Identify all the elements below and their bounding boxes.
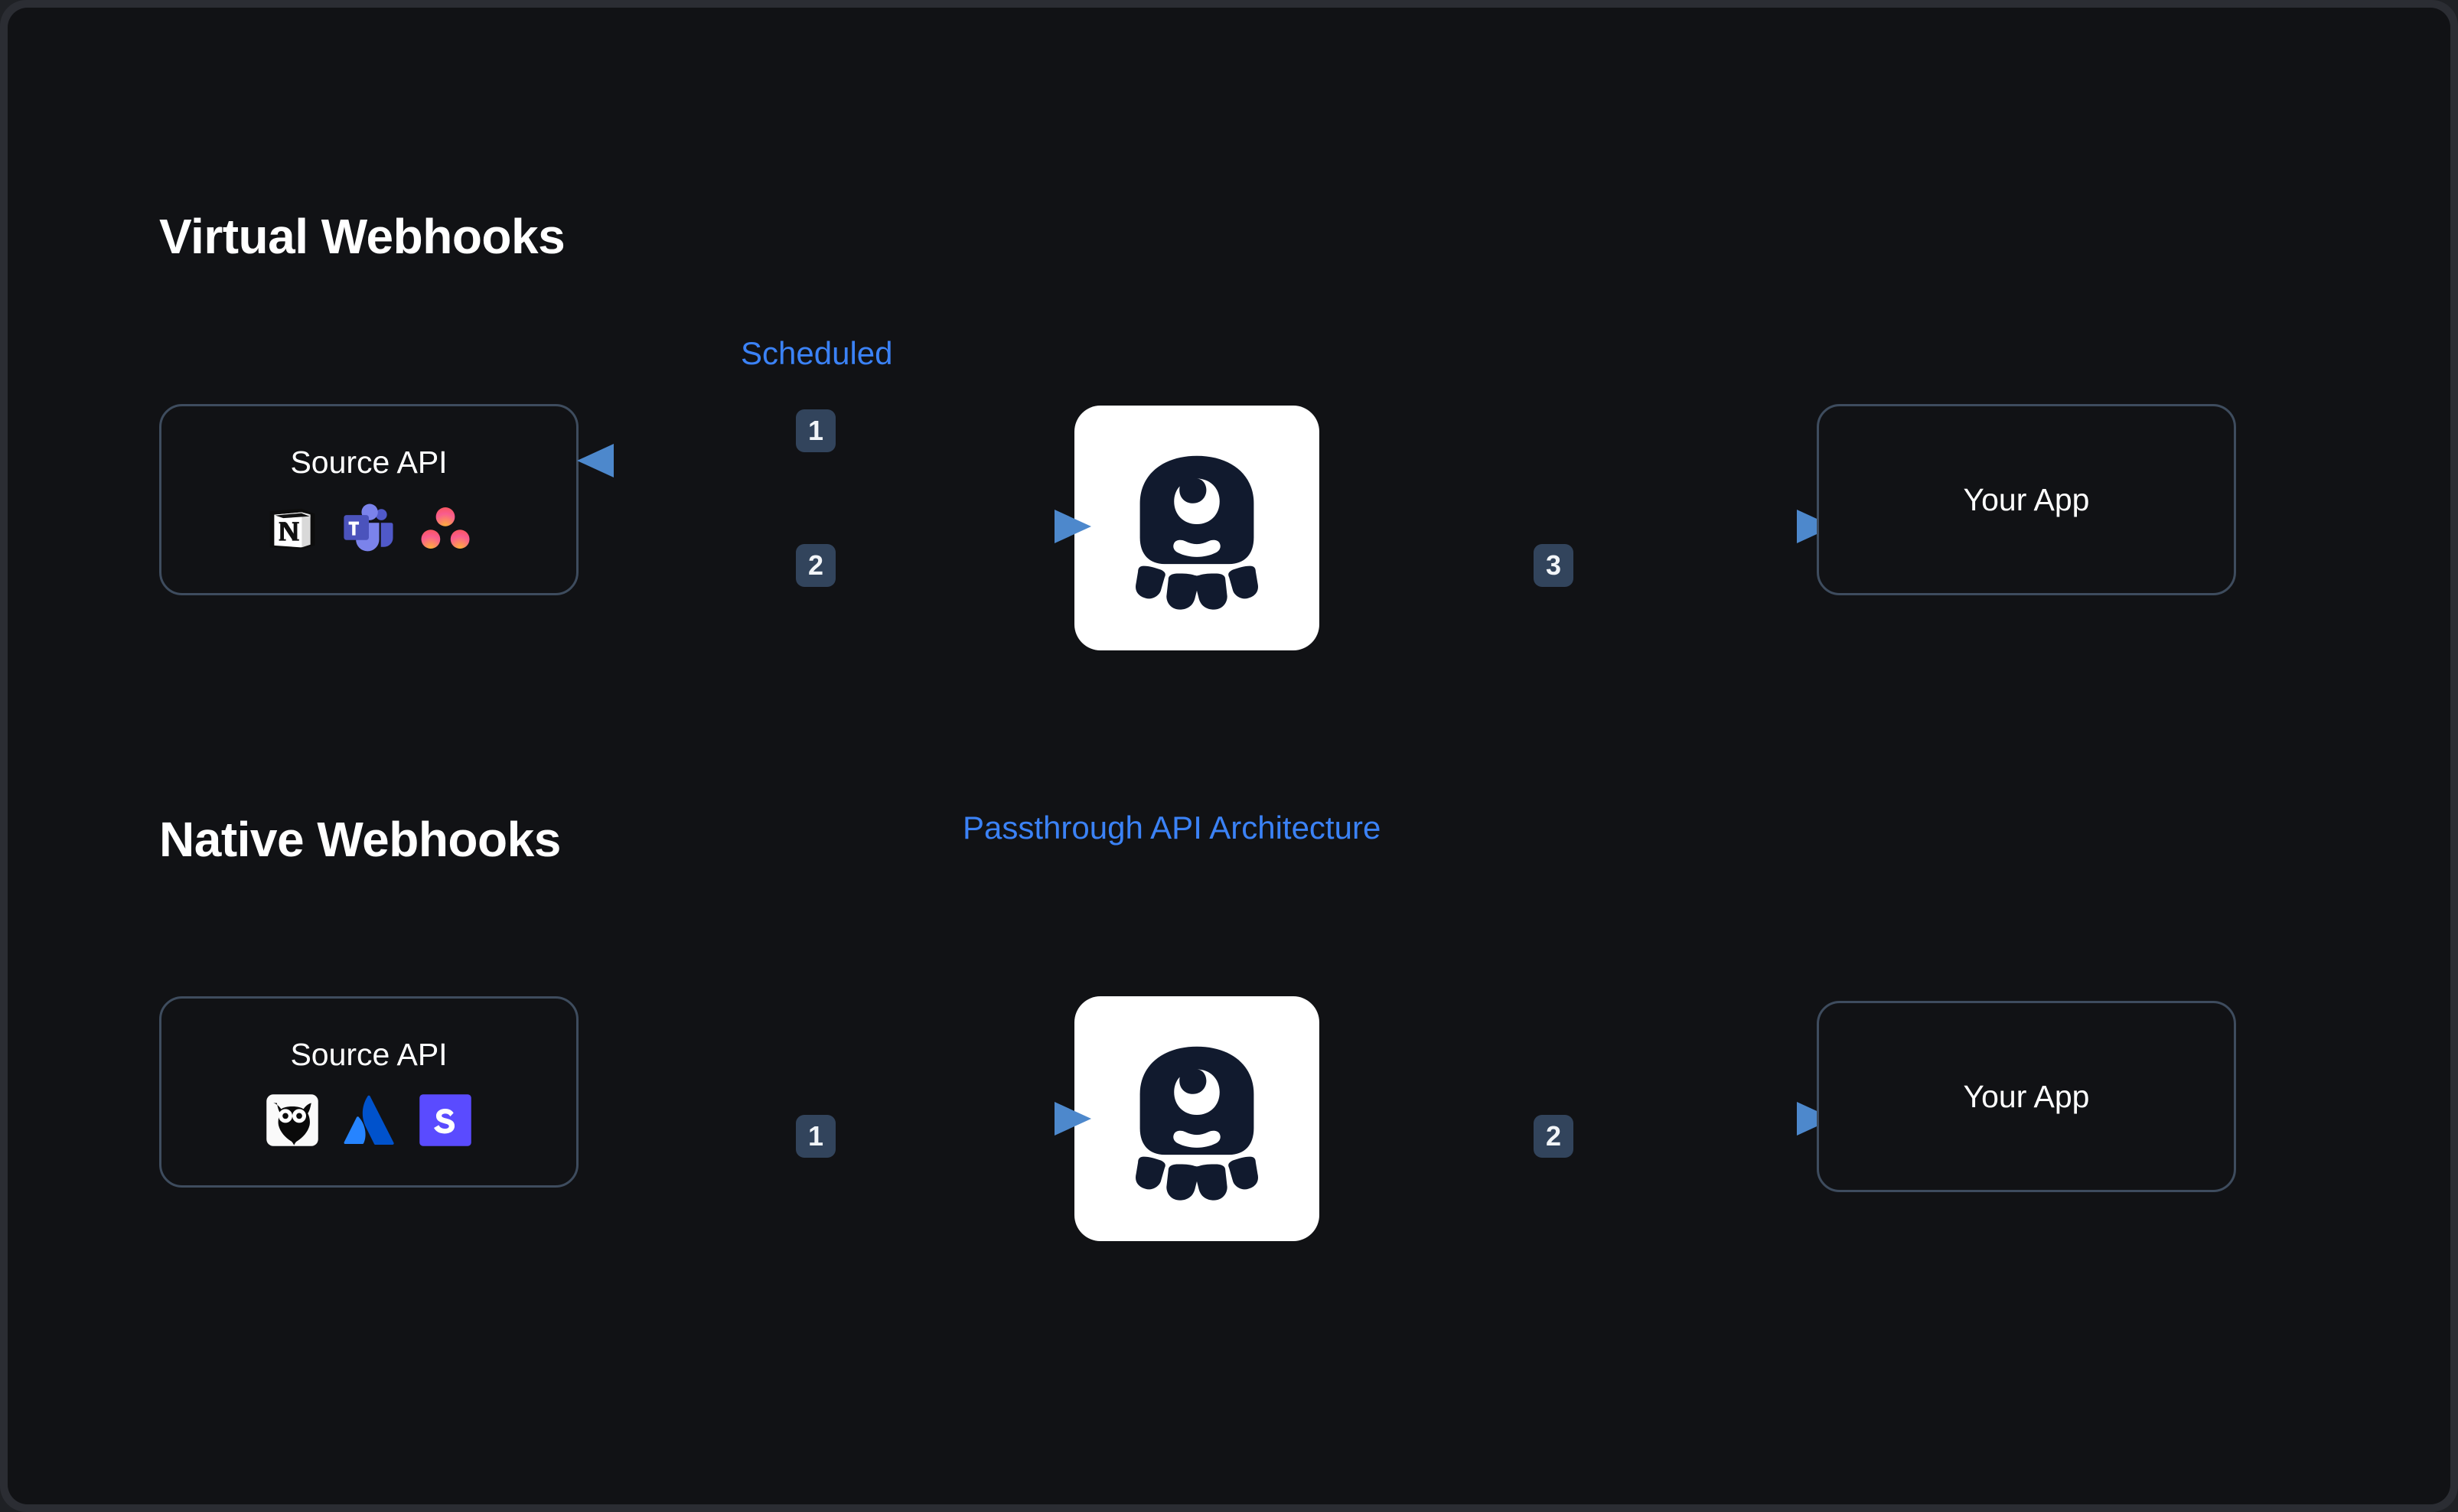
- asana-logo: [421, 507, 470, 549]
- shortcut-logo: [419, 1093, 471, 1146]
- connector-virtual-step-3: [1316, 510, 1834, 543]
- connector-virtual-step-2: [574, 510, 1091, 543]
- flow-label-scheduled: Scheduled: [741, 335, 893, 371]
- atlassian-logo: [344, 1095, 394, 1145]
- connector-native-step-2: [1316, 1102, 1834, 1136]
- source-api-title: Source API: [290, 444, 448, 480]
- source-logo-row-virtual: [265, 500, 473, 556]
- merge-hub-card-virtual[interactable]: [1074, 406, 1319, 650]
- source-api-box-virtual[interactable]: Source API: [159, 404, 579, 595]
- source-logo-row-native: [265, 1093, 473, 1148]
- section-title-native-webhooks: Native Webhooks: [159, 812, 561, 867]
- flow-label-passthrough-api-architecture: Passthrough API Architecture: [963, 810, 1381, 846]
- source-api-box-native[interactable]: Source API: [159, 996, 579, 1188]
- step-badge-native-2: 2: [1534, 1115, 1573, 1158]
- your-app-box-virtual[interactable]: Your App: [1817, 404, 2236, 595]
- merge-logo: [1136, 455, 1258, 610]
- notion-logo: [269, 508, 315, 549]
- your-app-title: Your App: [1963, 1078, 2090, 1114]
- merge-hub-card-native[interactable]: [1074, 996, 1319, 1241]
- diagram-canvas: Virtual Webhooks Scheduled Source API: [8, 8, 2450, 1504]
- merge-logo: [1136, 1046, 1258, 1201]
- your-app-title: Your App: [1963, 481, 2090, 517]
- step-badge-virtual-2: 2: [796, 544, 836, 587]
- your-app-box-native[interactable]: Your App: [1817, 1001, 2236, 1192]
- section-title-virtual-webhooks: Virtual Webhooks: [159, 209, 566, 264]
- source-api-title: Source API: [290, 1036, 448, 1072]
- connector-virtual-step-1: [577, 444, 1094, 477]
- step-badge-virtual-1: 1: [796, 409, 836, 452]
- step-badge-native-1: 1: [796, 1115, 836, 1158]
- step-badge-virtual-3: 3: [1534, 544, 1573, 587]
- microsoft-teams-logo: [344, 503, 393, 551]
- owl-logo: [266, 1093, 318, 1146]
